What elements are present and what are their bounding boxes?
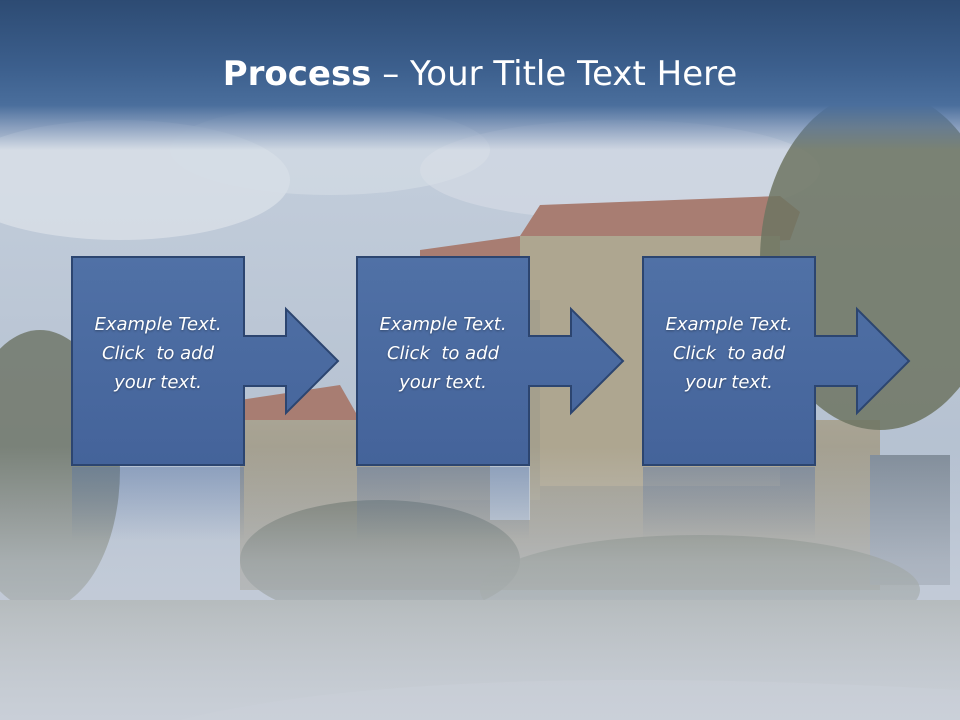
step-3-line-2: Click to add (672, 343, 785, 364)
step-3-text[interactable]: Example Text. Click to add your text. (643, 310, 815, 397)
process-step-1[interactable] (71, 256, 340, 540)
step-3-reflection (643, 467, 815, 540)
step-2-line-1: Example Text. (379, 314, 507, 335)
step-1-text[interactable]: Example Text. Click to add your text. (72, 310, 244, 397)
step-3-arrow-shape (642, 256, 911, 466)
step-3-line-1: Example Text. (665, 314, 793, 335)
step-1-line-1: Example Text. (94, 314, 222, 335)
slide-title-bold: Process (222, 54, 372, 94)
step-2-arrow-shape (356, 256, 625, 466)
step-1-line-2: Click to add (101, 343, 214, 364)
step-1-arrow-shape (71, 256, 340, 466)
step-1-line-3: your text. (114, 372, 202, 393)
step-2-line-2: Click to add (386, 343, 499, 364)
process-step-3[interactable] (642, 256, 911, 540)
step-3-line-3: your text. (685, 372, 773, 393)
slide-title[interactable]: Process – Your Title Text Here (0, 52, 960, 96)
title-bar (0, 0, 960, 150)
step-2-text[interactable]: Example Text. Click to add your text. (357, 310, 529, 397)
step-2-reflection (357, 467, 529, 540)
step-2-line-3: your text. (399, 372, 487, 393)
step-1-reflection (72, 467, 244, 540)
slide-title-rest: – Your Title Text Here (371, 54, 738, 94)
process-step-2[interactable] (356, 256, 625, 540)
